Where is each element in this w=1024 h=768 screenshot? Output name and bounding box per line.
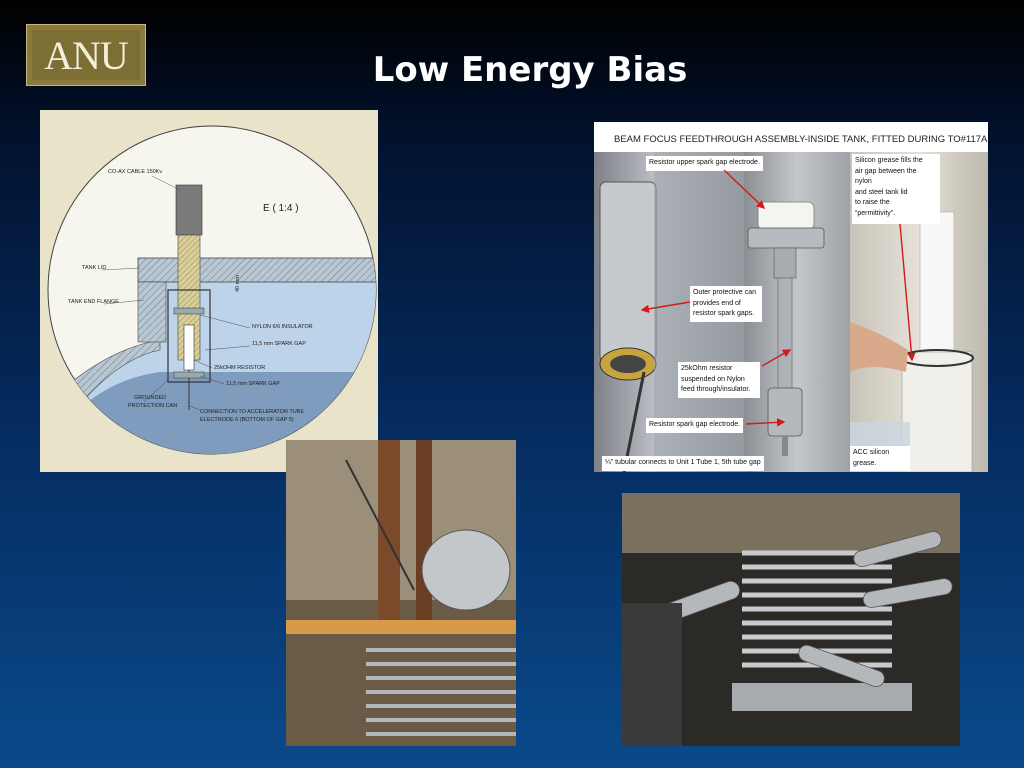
slide-title: Low Energy Bias xyxy=(372,50,688,90)
label-coax-cable: CO-AX CABLE 150Kv xyxy=(108,169,163,175)
anu-logo: ANU xyxy=(26,24,146,86)
callout-acc-grease: ACC silicon grease. xyxy=(850,446,910,471)
label-connection-2: ELECTRODE 6 (BOTTOM OF GAP 5) xyxy=(200,417,294,423)
label-resistor: 25kOHM RESISTOR xyxy=(214,365,266,371)
callout-upper-electrode: Resistor upper spark gap electrode. xyxy=(646,156,763,171)
callout-spark-electrode: Resistor spark gap electrode. xyxy=(646,418,744,433)
technical-drawing: CO-AX CABLE 150Kv E ( 1:4 ) TANK LID TAN… xyxy=(40,110,378,472)
photo-assembly-installed xyxy=(286,440,516,746)
label-spark-gap-1: 11,5 mm SPARK GAP xyxy=(252,341,306,347)
callout-arrows xyxy=(640,169,916,427)
label-grounded: GROUNDED xyxy=(134,395,167,401)
label-scale: E ( 1:4 ) xyxy=(263,203,299,214)
label-tank-end-flange: TANK END FLANGE xyxy=(68,299,119,305)
callout-outer-can: Outer protective can provides end of res… xyxy=(690,286,762,322)
callout-resistor: 25kOhm resistor suspended on Nylon feed … xyxy=(678,362,760,398)
label-connection-1: CONNECTION TO ACCELERATOR TUBE xyxy=(200,409,305,415)
callout-silicon-fill: Silicon grease fills the air gap between… xyxy=(852,154,940,224)
label-spark-gap-2: 11,5 mm SPARK GAP xyxy=(226,381,280,387)
feedthrough-panel: BEAM FOCUS FEEDTHROUGH ASSEMBLY-INSIDE T… xyxy=(594,122,988,472)
label-tank-lid: TANK LID xyxy=(82,265,107,271)
drawing-graphic xyxy=(47,125,377,455)
callout-tubular: ¼” tubular connects to Unit 1 Tube 1, 5t… xyxy=(602,456,764,471)
photo-accelerator-column xyxy=(622,493,960,746)
label-dimension: 40 mm xyxy=(235,275,241,292)
feedthrough-header: BEAM FOCUS FEEDTHROUGH ASSEMBLY-INSIDE T… xyxy=(614,134,988,145)
anu-logo-text: ANU xyxy=(32,30,140,80)
label-nylon-insulator: NYLON 6/6 INSULATOR xyxy=(252,324,313,330)
label-protection-can: PROTECTION CAN xyxy=(128,403,178,409)
